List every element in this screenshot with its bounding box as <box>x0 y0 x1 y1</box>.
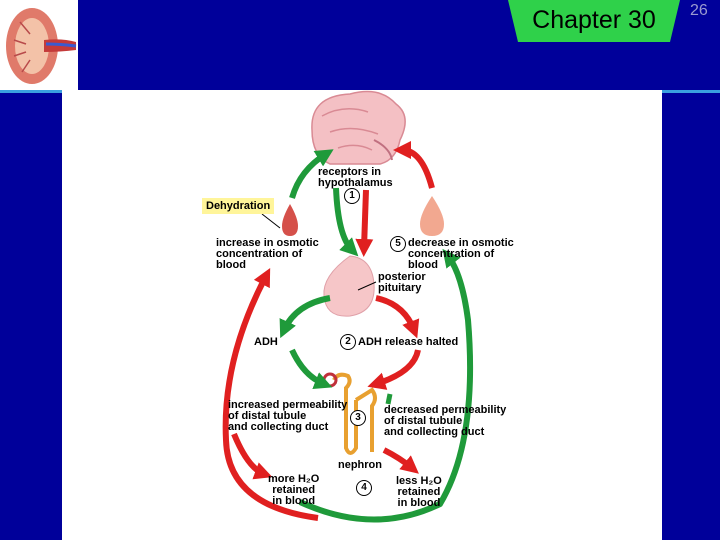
pituitary-illustration <box>323 255 375 317</box>
chapter-label: Chapter 30 <box>532 6 656 34</box>
red-arrow-nephron-to-less <box>382 447 419 474</box>
green-arrow-right-loop <box>298 248 474 523</box>
slide-number: 26 <box>690 2 708 19</box>
label-nephron: nephron <box>338 459 382 471</box>
label-decrease-osmotic: decrease in osmotic concentration of blo… <box>408 237 514 271</box>
label-adh-halted: ADH release halted <box>358 336 459 348</box>
pointer-pituitary <box>357 281 377 291</box>
green-arrow-pituitary-to-adh <box>279 295 331 339</box>
red-arrow-hypothalamus-to-pituitary <box>355 189 374 257</box>
blood-drop-right <box>420 196 444 236</box>
label-increased-permeability: increased permeability of distal tubule … <box>228 399 348 433</box>
red-arrow-left-loop <box>222 268 319 521</box>
label-more-h2o: more H₂O retained in blood <box>268 473 320 507</box>
diagram-panel <box>62 90 662 540</box>
step-3: 3 <box>350 410 366 426</box>
label-dehydration: Dehydration <box>202 198 275 214</box>
header-rule <box>662 90 720 93</box>
label-posterior-pituitary: posterior pituitary <box>378 271 426 294</box>
pointer-dehydration <box>261 213 281 229</box>
red-arrow-pituitary-to-halted <box>375 295 420 339</box>
label-increase-osmotic: increase in osmotic concentration of blo… <box>216 237 319 271</box>
green-arrow-left-up <box>289 149 334 199</box>
step-5: 5 <box>390 236 406 252</box>
red-arrow-increased-to-more <box>231 432 273 480</box>
green-arrow-adh-to-nephron <box>289 348 333 390</box>
red-arrow-halted-to-nephron <box>367 349 421 390</box>
step-2: 2 <box>340 334 356 350</box>
thumbnail-underline <box>0 90 62 93</box>
kidney-image <box>6 8 77 84</box>
kidney-thumbnail <box>0 0 78 90</box>
blood-drop-left <box>282 204 298 236</box>
green-arrow-receptors-down <box>333 187 359 257</box>
label-receptors: receptors in hypothalamus <box>318 166 393 189</box>
green-arrow-nephron-to-decreased <box>385 393 393 405</box>
step-1: 1 <box>344 188 360 204</box>
brain-illustration <box>311 90 406 165</box>
chapter-tab-shape <box>508 0 680 42</box>
step-4: 4 <box>356 480 372 496</box>
label-decreased-permeability: decreased permeability of distal tubule … <box>384 404 507 438</box>
label-adh: ADH <box>254 336 278 348</box>
label-less-h2o: less H₂O retained in blood <box>396 475 442 509</box>
red-arrow-right-up <box>393 141 435 189</box>
